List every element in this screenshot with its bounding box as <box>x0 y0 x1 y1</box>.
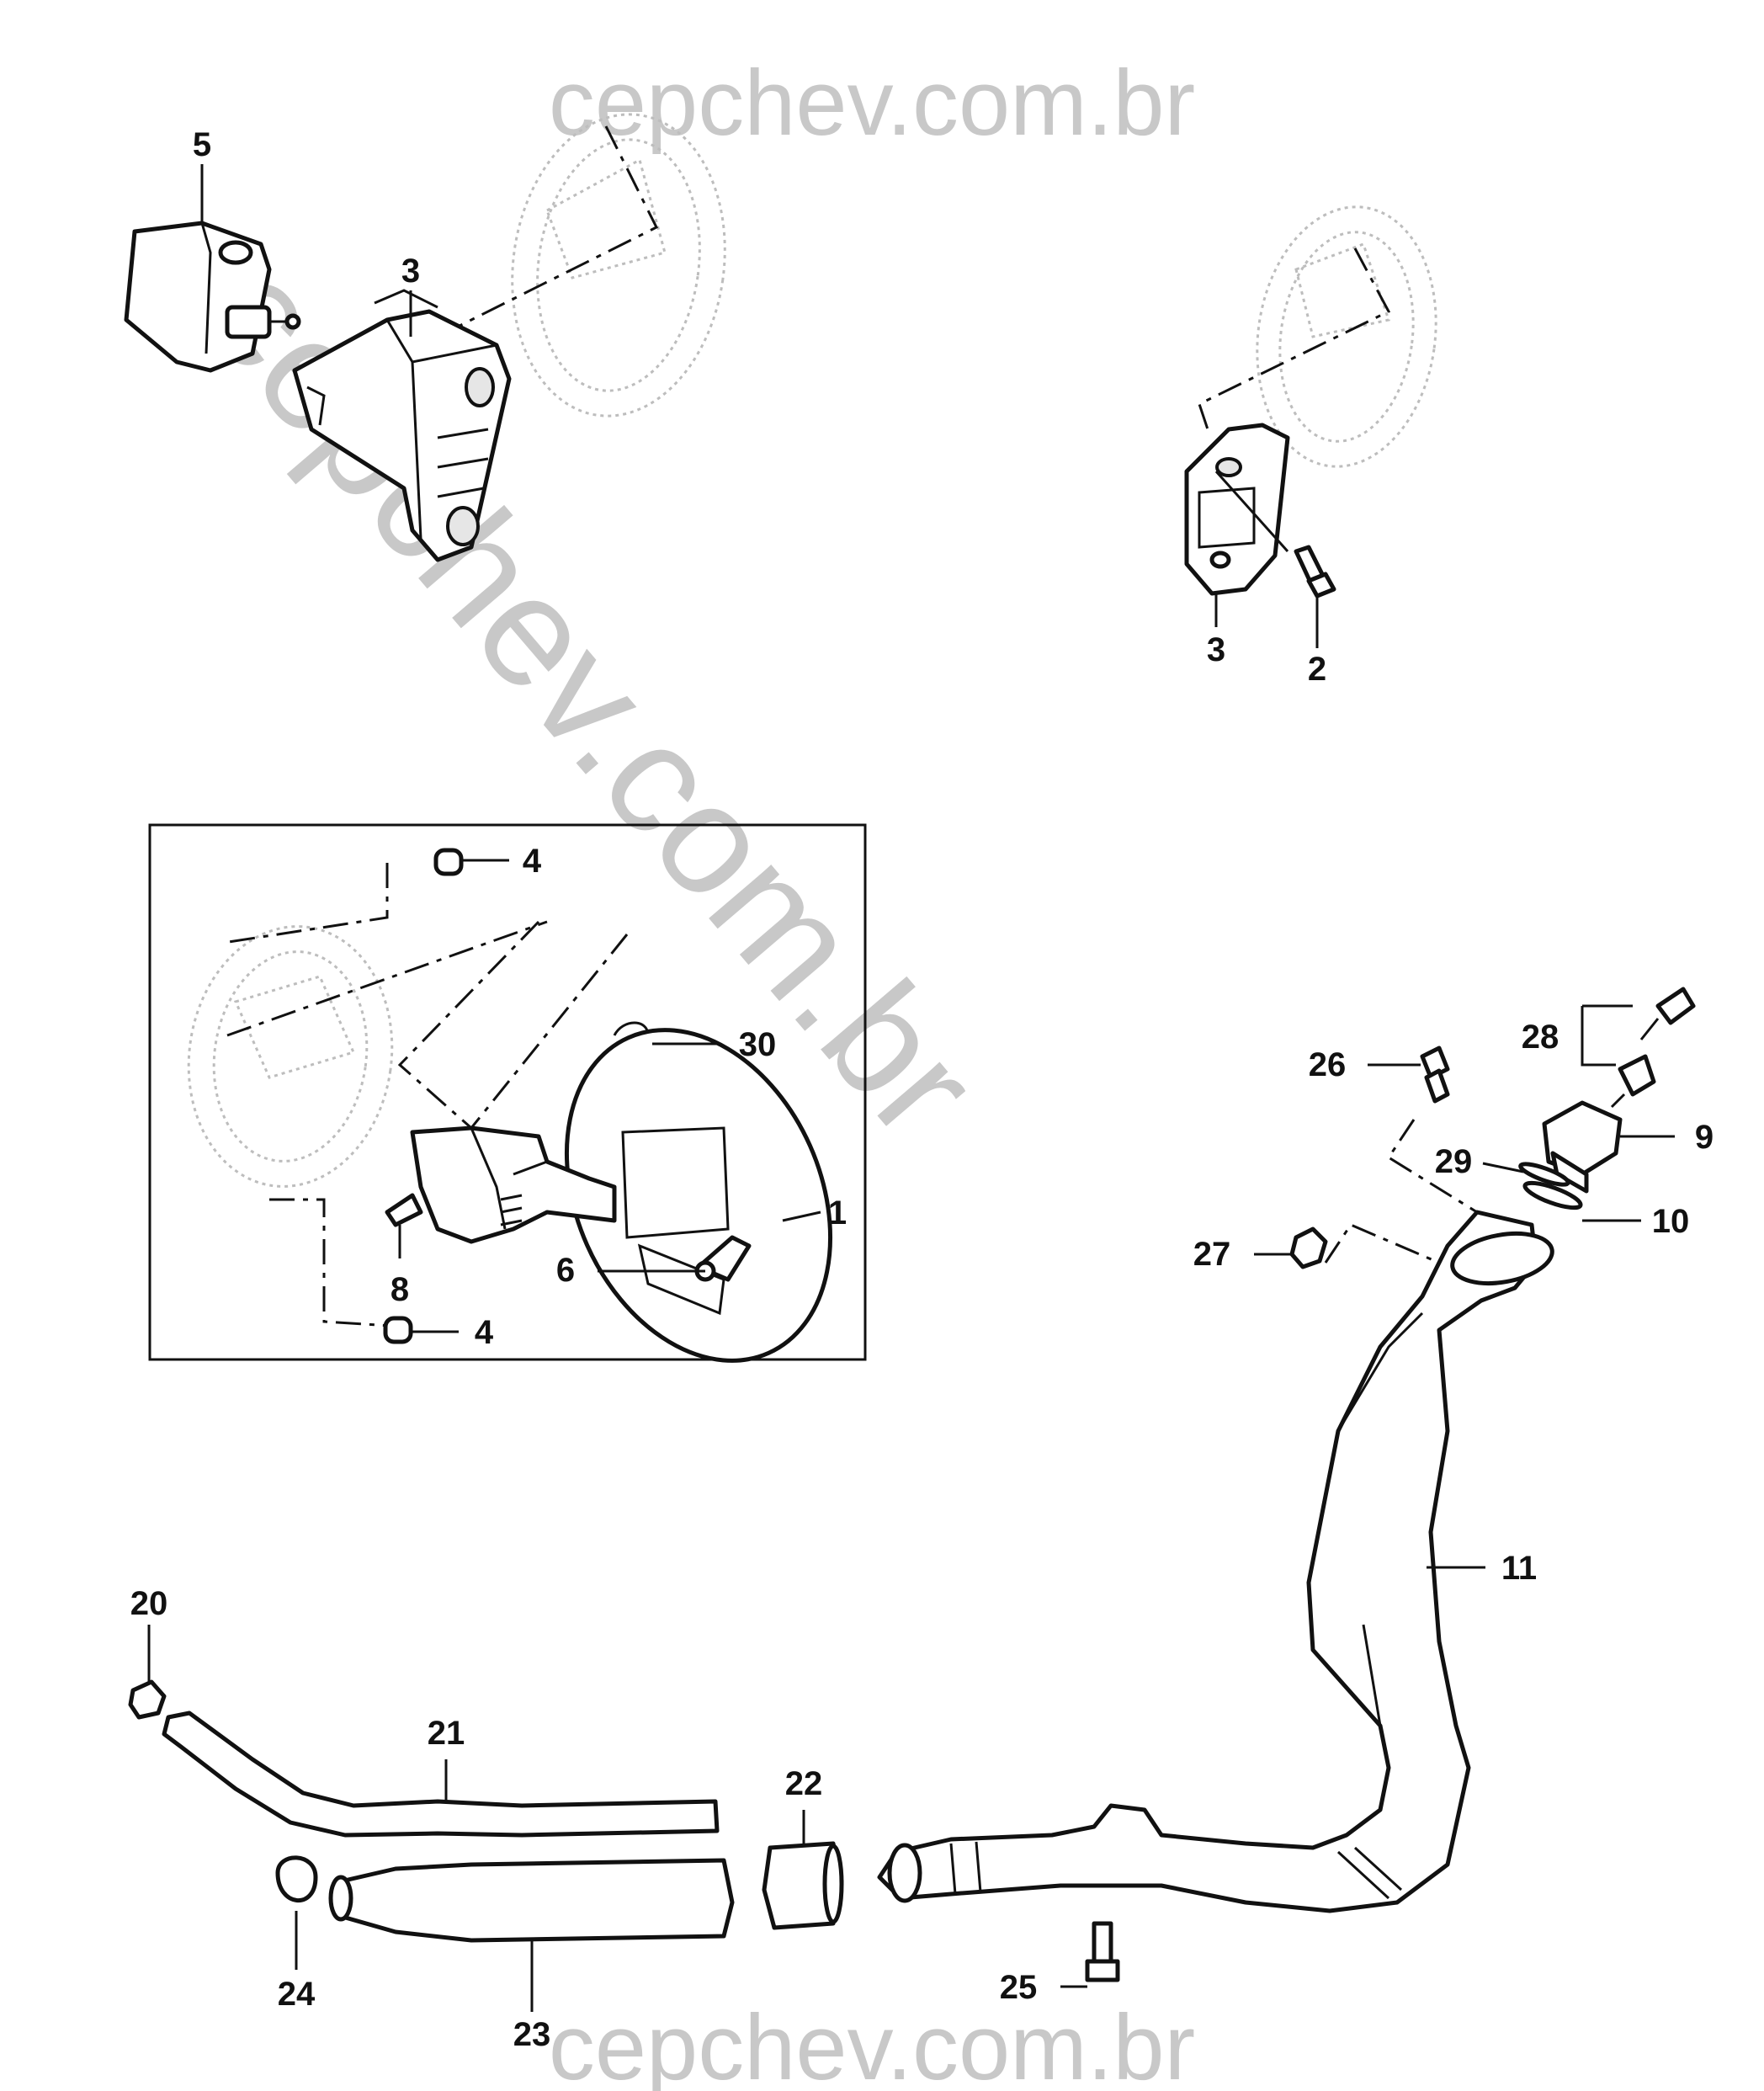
callout-22: 22 <box>785 1765 823 1802</box>
callout-5: 5 <box>193 126 211 163</box>
nut-27 <box>1289 1226 1328 1269</box>
callout-29: 29 <box>1435 1143 1473 1180</box>
hose-assembly <box>128 1679 844 1943</box>
callout-4-top: 4 <box>523 843 542 880</box>
callout-25: 25 <box>1000 1969 1038 2006</box>
bolt-26 <box>1420 1046 1450 1080</box>
bolt-25 <box>1092 1921 1113 1964</box>
fuel-door-housing-b <box>1184 423 1290 596</box>
callout-3-a: 3 <box>401 253 420 290</box>
ghost-wheel-a <box>511 113 726 418</box>
filler-neck-pipe <box>877 1210 1538 1913</box>
callouts: 5 3 3 2 4 30 1 6 8 4 28 26 9 29 10 27 11… <box>130 126 1714 2053</box>
callout-21: 21 <box>428 1715 465 1752</box>
clamp-20 <box>128 1679 167 1720</box>
housing-assembly-top-left <box>124 113 726 562</box>
callout-30: 30 <box>739 1026 777 1063</box>
fuel-door <box>564 1028 833 1363</box>
filler-neck-assembly <box>877 987 1696 1982</box>
callout-11: 11 <box>1501 1550 1537 1587</box>
filler-hose <box>334 1858 735 1943</box>
callout-2: 2 <box>1308 651 1326 688</box>
screw-8 <box>385 1193 423 1227</box>
nut-bottom <box>383 1316 413 1344</box>
callout-23: 23 <box>513 2016 551 2053</box>
gasket <box>1518 1162 1570 1187</box>
nut-top <box>433 848 464 876</box>
vent-hose <box>162 1711 720 1838</box>
watermark-top: cepchev.com.br <box>549 51 1195 155</box>
callout-10: 10 <box>1652 1203 1690 1240</box>
callout-28: 28 <box>1522 1019 1559 1056</box>
callout-27: 27 <box>1193 1236 1231 1273</box>
key <box>1655 987 1696 1025</box>
callout-9: 9 <box>1695 1119 1714 1156</box>
fuel-door-housing <box>292 309 512 562</box>
fuel-door-hinge <box>410 1125 617 1244</box>
callout-6: 6 <box>556 1252 575 1289</box>
callout-4-bottom: 4 <box>475 1314 494 1351</box>
callout-26: 26 <box>1309 1046 1347 1083</box>
inset-frame <box>148 823 867 1361</box>
callout-20: 20 <box>130 1585 168 1622</box>
lock-cylinder <box>1618 1054 1656 1097</box>
callout-8: 8 <box>391 1271 409 1308</box>
clamp-24 <box>275 1855 318 1902</box>
leader-lines <box>147 164 1675 2012</box>
callout-24: 24 <box>278 1976 316 2013</box>
housing-assembly-top-right <box>1184 205 1437 599</box>
fuel-door-inset <box>148 823 867 1363</box>
watermark-bottom: cepchev.com.br <box>549 1996 1195 2091</box>
callout-3-b: 3 <box>1207 631 1225 668</box>
ghost-wheel-b <box>1256 205 1437 468</box>
seal-ring <box>1522 1180 1583 1210</box>
fuel-cap <box>1542 1100 1623 1177</box>
callout-1: 1 <box>828 1194 847 1232</box>
